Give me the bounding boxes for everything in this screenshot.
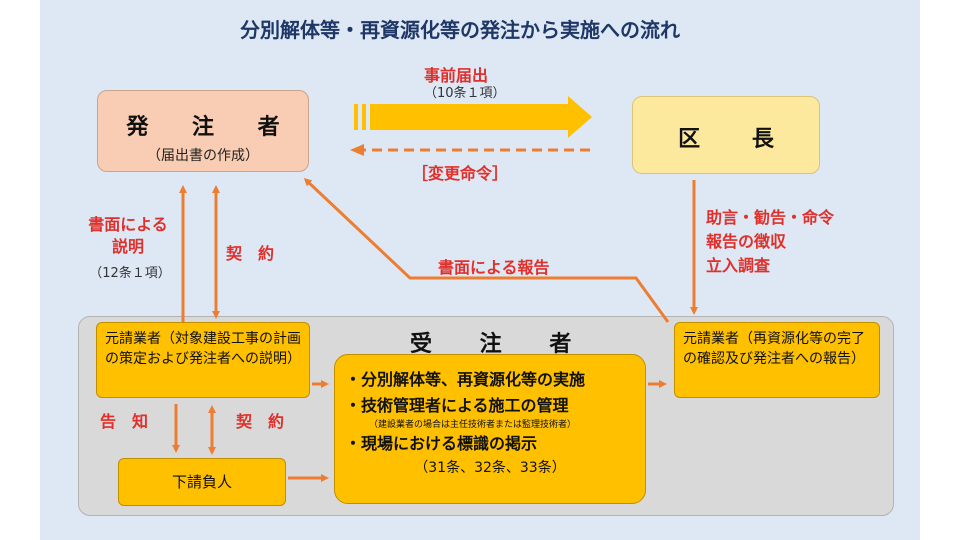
change-order-arrow — [350, 144, 590, 156]
diagram-title: 分別解体等・再資源化等の発注から実施への流れ — [240, 18, 680, 42]
notification-ref: （10条１項） — [424, 86, 506, 101]
task-item-2-note: （建設業者の場合は主任技術者または監理技術者） — [369, 420, 577, 430]
ward-mayor-box: 区 長 — [632, 96, 820, 174]
task-law-ref: （31条、32条、33条） — [414, 460, 566, 476]
task-item-3: ・現場における標識の掲示 — [345, 434, 538, 453]
prime-contractor-planning-box: 元請業者（対象建設工事の計画の策定および発注者への説明） — [96, 322, 310, 398]
prime-contractor-report-box: 元請業者（再資源化等の完了の確認及び発注者への報告） — [674, 322, 880, 398]
supervision-label-line1: 助言・勧告・命令 — [706, 208, 835, 227]
notification-arrow — [354, 96, 592, 138]
notice-label: 告 知 — [100, 412, 149, 431]
supervision-label-line3: 立入調査 — [706, 256, 771, 275]
task-item-2: ・技術管理者による施工の管理 — [345, 396, 569, 415]
client-box: 発 注 者 （届出書の作成） — [97, 90, 309, 172]
client-name: 発 注 者 — [126, 115, 298, 140]
contract-label-top: 契 約 — [226, 244, 275, 263]
explanation-label-line1: 書面による — [88, 215, 168, 234]
client-sub: （届出書の作成） — [147, 148, 259, 164]
contractor-area-label: 受 注 者 — [410, 332, 592, 357]
ward-mayor-name: 区 長 — [678, 127, 796, 152]
supervision-label-line2: 報告の徴収 — [706, 232, 787, 251]
explanation-label: 書面による 説明 — [76, 214, 180, 258]
contract-label-bottom: 契 約 — [236, 412, 285, 431]
task-item-1: ・分別解体等、再資源化等の実施 — [345, 370, 586, 389]
tasks-box: ・分別解体等、再資源化等の実施 ・技術管理者による施工の管理 （建設業者の場合は… — [334, 354, 646, 504]
explanation-ref: （12条１項） — [89, 266, 171, 281]
report-arrow — [303, 177, 670, 323]
change-order-label: ［変更命令］ — [412, 164, 509, 183]
notification-label: 事前届出 — [424, 66, 489, 85]
subcontractor-box: 下請負人 — [118, 458, 286, 506]
report-label: 書面による報告 — [438, 258, 550, 277]
explanation-label-line2: 説明 — [111, 237, 144, 256]
supervision-label: 助言・勧告・命令 報告の徴収 立入調査 — [706, 206, 834, 278]
